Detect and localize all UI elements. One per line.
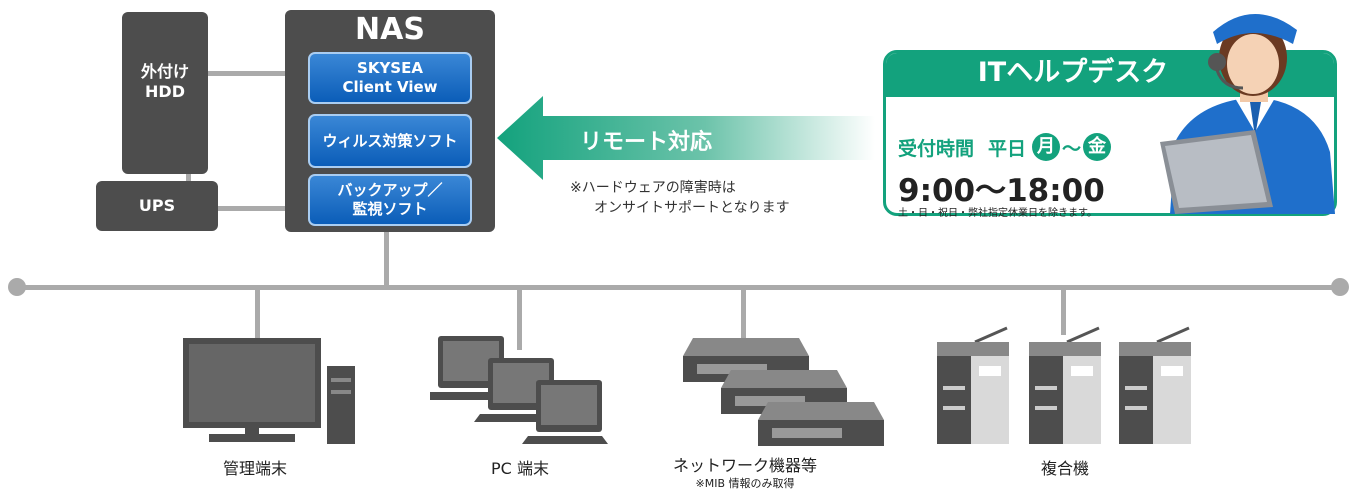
remote-label: リモート対応 [580,130,713,155]
mfp-label: 複合機 [1040,459,1089,478]
admin-pc-icon [183,338,355,444]
helpdesk-hours: 受付時間 平日 月 〜 金 [898,133,1113,161]
ups-box: UPS [96,181,218,231]
remote-arrow [497,96,875,180]
drop-mfp [1061,290,1066,335]
remote-note-1: ※ハードウェアの障害時は [570,180,736,196]
network-devices-icon [683,338,884,446]
remote-note-2: オンサイトサポートとなります [594,200,790,216]
drop-pc [517,290,522,350]
day-start-badge: 月 [1032,133,1061,161]
bus-end-right [1331,278,1349,296]
nas-box: NAS SKYSEA Client View ウィルス対策ソフト バックアップ／… [285,10,495,232]
admin-pc-label: 管理端末 [222,459,287,478]
network-devices-note: ※MIB 情報のみ取得 [695,477,795,490]
pc-terminals-label: PC 端末 [491,459,549,478]
ext-hdd-box: 外付け HDD [122,12,208,174]
hdd-nas-link [206,71,286,76]
hours-label: 受付時間 [898,137,975,160]
pc-terminals-icon [430,336,608,444]
operator-illustration [1160,13,1335,214]
weekday-label: 平日 [988,137,1027,160]
helpdesk-time: 9:00〜18:00 [898,173,1105,209]
bus-end-left [8,278,26,296]
network-devices-label: ネットワーク機器等 [672,456,817,475]
day-end-badge: 金 [1083,133,1112,161]
nas-module-backup: バックアップ／ 監視ソフト [308,174,472,226]
mfp-icon [937,326,1191,444]
drop-network [741,290,746,340]
helpdesk-title: ITヘルプデスク [977,57,1169,88]
ext-hdd-label: 外付け HDD [140,62,189,101]
nas-module-antivirus: ウィルス対策ソフト [308,114,472,168]
ups-label: UPS [138,196,176,215]
drop-admin [255,290,260,340]
ups-nas-link [216,206,286,211]
helpdesk-note: 土・日・祝日・弊社指定休業日を除きます。 [898,208,1097,219]
nas-title: NAS [355,12,425,47]
network-bus [18,285,1340,290]
day-tilde: 〜 [1062,137,1082,160]
nas-bus-link [384,232,389,290]
nas-module-skysea: SKYSEA Client View [308,52,472,104]
